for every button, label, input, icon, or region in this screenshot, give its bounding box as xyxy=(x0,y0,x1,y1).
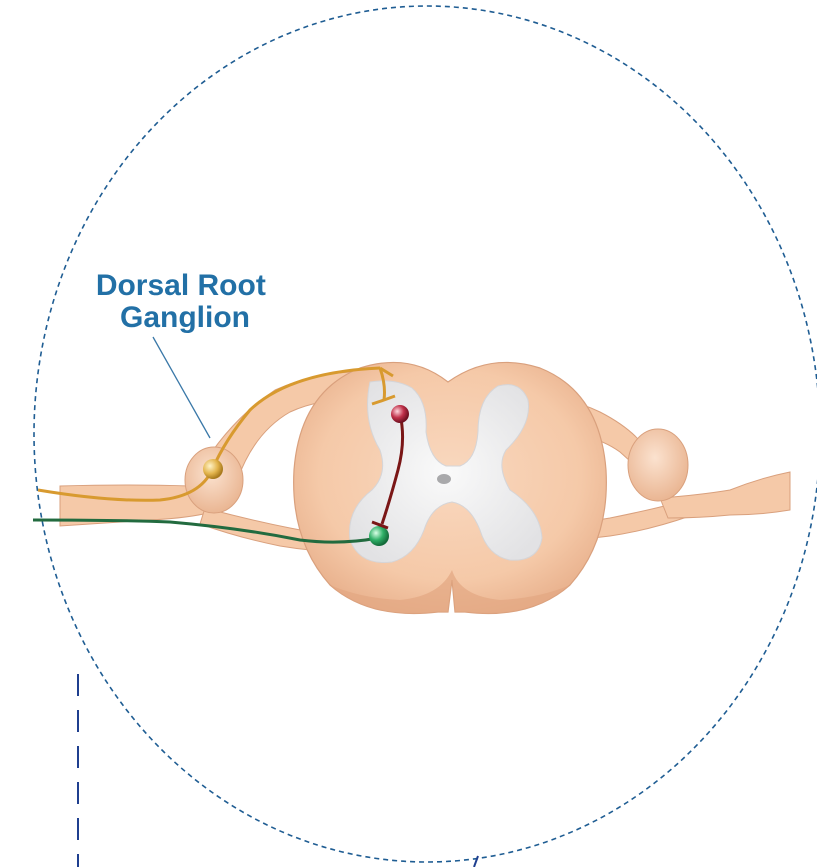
spinal-cord-cross-section xyxy=(294,362,607,613)
label-line-1: Dorsal Root xyxy=(96,269,266,302)
sensory-cell-body xyxy=(203,459,223,479)
central-canal xyxy=(437,474,451,484)
dorsal-root-ganglion-left xyxy=(185,447,243,513)
label-line-2: Ganglion xyxy=(120,301,250,334)
label-leader-line xyxy=(153,337,210,438)
connector-tick xyxy=(474,856,478,867)
motor-cell-body xyxy=(369,526,389,546)
dorsal-root-ganglion-right xyxy=(628,429,688,501)
interneuron-cell-body xyxy=(391,405,409,423)
dorsal-root-ganglion-label: Dorsal Root Ganglion xyxy=(96,269,274,334)
